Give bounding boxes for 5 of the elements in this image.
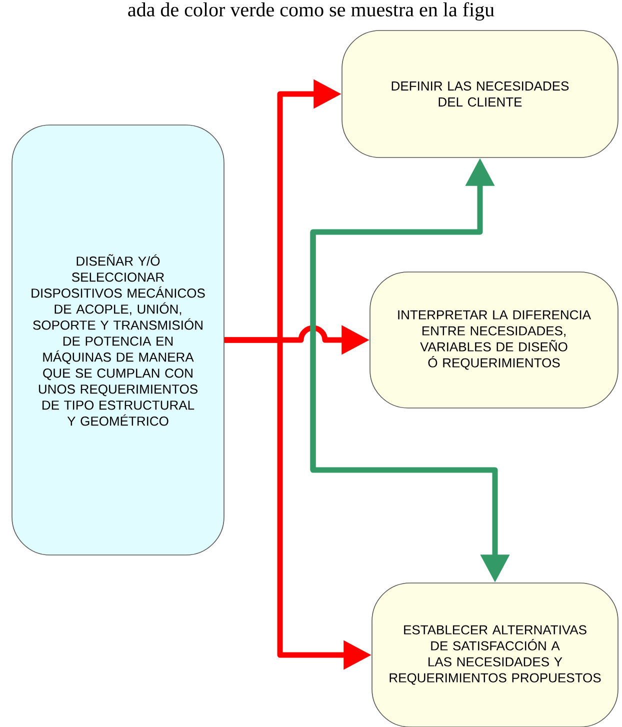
process-box: DISEÑAR Y/Ó SELECCIONAR DISPOSITIVOS MECÁNICOS DE ACOPLE, UNIÓN, SOPORTE Y TRANSMISIÓN DE POTENCIA EN MÁQUINAS DE MANERA QUE SE CUMPLAN CON UNOS REQUERIMIENTOS DE TIPO ESTRUCTURAL Y GEOMÉTRICO — [12, 124, 224, 556]
process-box: INTERPRETAR LA DIFERENCIA ENTRE NECESIDADES, VARIABLES DE DISEÑO Ó REQUERIMIENTOS — [370, 272, 618, 408]
process-box: ESTABLECER ALTERNATIVAS DE SATISFACCIÓN A LAS NECESIDADES Y REQUERIMIENTOS PROPUESTOS — [372, 582, 618, 727]
process-box: DEFINIR LAS NECESIDADES DEL CLIENTE — [342, 30, 618, 158]
text-fragment: ada de color verde como se muestra en la figu — [128, 2, 494, 21]
